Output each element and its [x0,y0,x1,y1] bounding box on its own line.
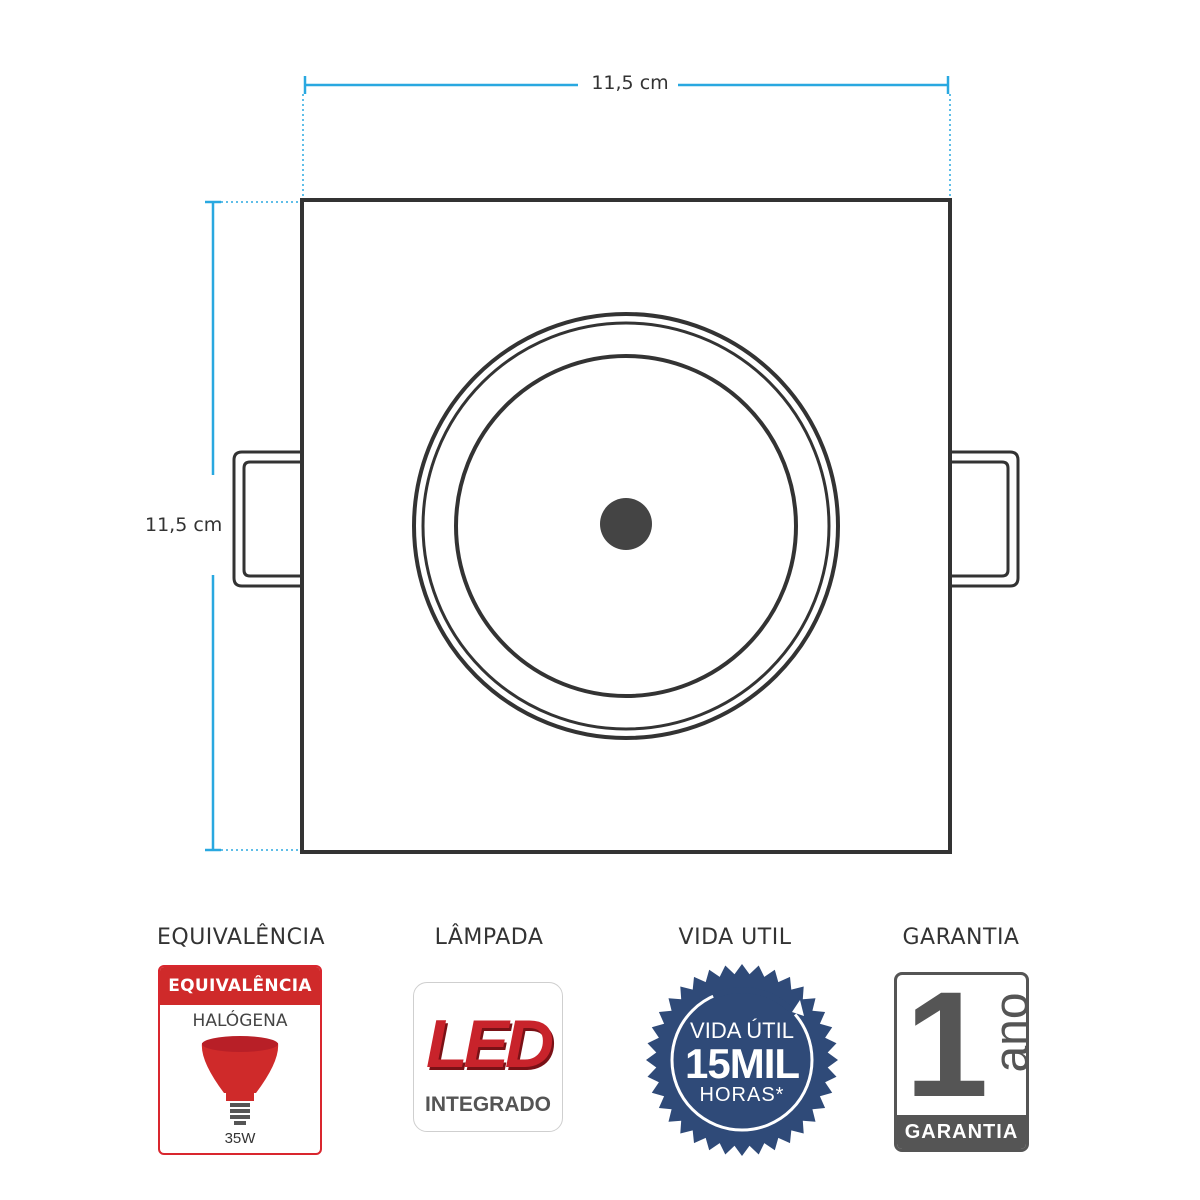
equivalence-badge-watt: 35W [224,1130,256,1147]
equivalence-badge-band: EQUIVALÊNCIA [160,967,320,1005]
led-badge-word: LED [426,1006,554,1082]
technical-drawing [205,76,1020,854]
fixture-outline [232,198,1020,854]
equivalence-badge: EQUIVALÊNCIA HALÓGENA 35W [158,965,322,1155]
width-dimension [302,76,951,198]
warranty-band: GARANTIA [897,1115,1026,1149]
halogen-lamp-icon [201,1036,279,1125]
feature-heading-lamp: LÂMPADA [434,925,544,950]
seal-line-3: HORAS* [699,1084,785,1106]
seal-arrow-icon [792,1000,804,1016]
feature-heading-equivalence: EQUIVALÊNCIA [156,925,325,950]
height-dimension [205,200,298,852]
width-dimension-label: 11,5 cm [588,72,672,94]
seal-line-2: 15MIL [684,1040,800,1087]
lifespan-seal: VIDA ÚTIL 15MIL HORAS* [642,960,842,1160]
led-badge-sub: INTEGRADO [425,1093,551,1116]
feature-heading-warranty: GARANTIA [902,925,1020,950]
warranty-unit: ano [985,992,1029,1073]
height-dimension-label: 11,5 cm [145,514,223,536]
warranty-number: 1 [905,972,989,1128]
led-badge: LED INTEGRADO [413,982,563,1132]
feature-heading-lifespan: VIDA UTIL [678,925,792,950]
warranty-badge: 1 ano GARANTIA [894,972,1029,1152]
seal-shape [646,964,838,1156]
equivalence-badge-type: HALÓGENA [192,1011,288,1031]
seal-line-1: VIDA ÚTIL [690,1018,794,1043]
